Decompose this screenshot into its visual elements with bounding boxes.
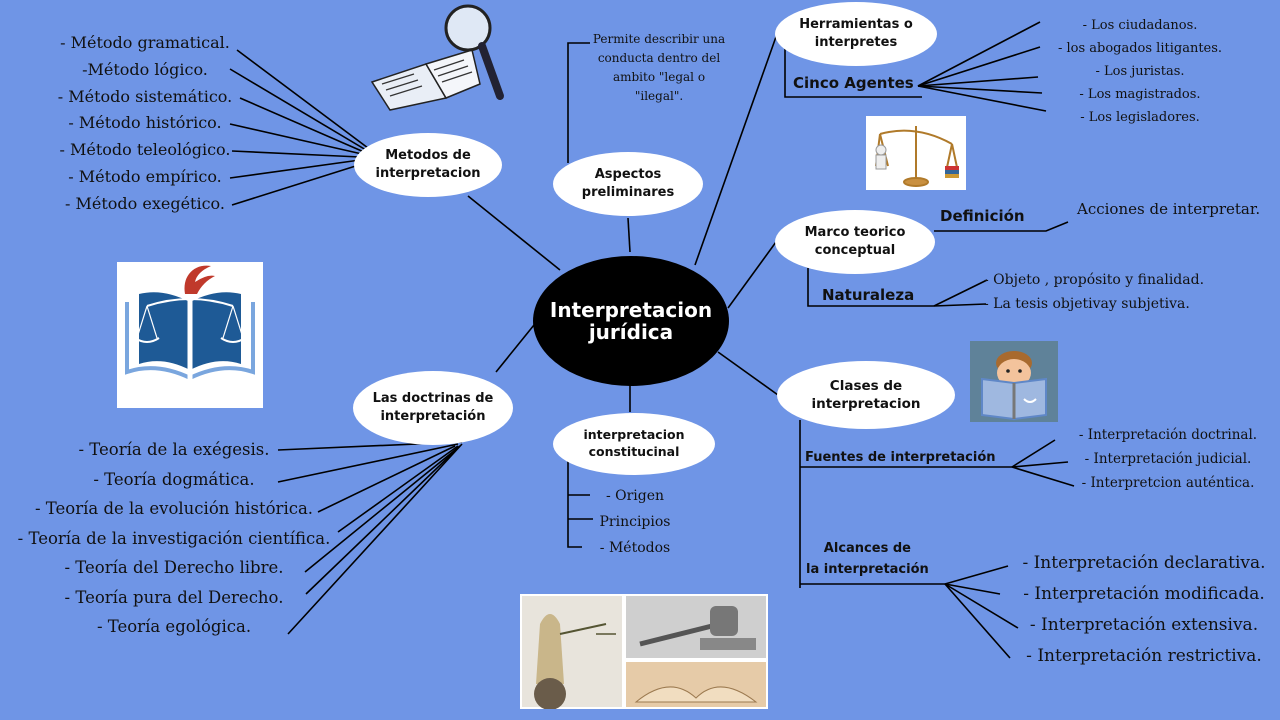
naturaleza-item: - Objeto , propósito y finalidad. xyxy=(984,272,1205,288)
constitucional-title-line1: interpretacion xyxy=(583,427,685,443)
metodos-item: - Método empírico. xyxy=(68,166,222,186)
clases-title-line1: Clases de xyxy=(829,377,903,394)
open-book-icon xyxy=(370,49,481,111)
open-book-photo-icon xyxy=(626,662,766,707)
central-title-line1: Interpretacion xyxy=(549,298,713,322)
law-logo-icon xyxy=(125,265,255,390)
fuentes-item: - Interpretcion auténtica. xyxy=(1081,475,1255,491)
magnifier-icon xyxy=(444,4,504,100)
central-node[interactable]: Interpretacion jurídica xyxy=(533,256,729,386)
central-title-line2: jurídica xyxy=(588,320,674,344)
agentes-list: - Los ciudadanos. - los abogados litigan… xyxy=(1040,14,1240,129)
constitucional-item: - Origen xyxy=(605,488,665,504)
metodos-item: - Método sistemático. xyxy=(57,86,233,106)
herramientas-title-line2: interpretes xyxy=(814,35,898,50)
constitucional-list: - Origen Principios - Métodos xyxy=(590,483,680,561)
aspectos-title-line1: Aspectos xyxy=(594,167,662,183)
metodos-item: - Método exegético. xyxy=(65,193,225,213)
fuentes-label: Fuentes de interpretación xyxy=(805,450,996,465)
naturaleza-item: - La tesis objetivay subjetiva. xyxy=(984,296,1190,312)
alcances-item: - Interpretación modificada. xyxy=(1023,584,1265,604)
doctrinas-node[interactable]: Las doctrinas de interpretación xyxy=(353,371,513,445)
constitucional-title-line2: constitucinal xyxy=(588,444,680,459)
metodos-title-line1: Metodos de xyxy=(385,148,471,164)
cinco-agentes-label: Cinco Agentes xyxy=(793,74,914,92)
aspectos-description: Permite describir una conducta dentro de… xyxy=(592,32,726,103)
alcances-item: - Interpretación extensiva. xyxy=(1029,615,1259,635)
constitucional-item: Principios xyxy=(599,514,671,530)
definicion-text: Acciones de interpretar. xyxy=(1077,200,1261,218)
lady-justice-icon xyxy=(522,596,622,709)
connector-central-doctrinas xyxy=(495,324,535,373)
marco-title-line2: conceptual xyxy=(814,243,896,258)
book-magnifier-image xyxy=(368,0,508,112)
connector-central-marco xyxy=(727,241,777,309)
clases-node[interactable]: Clases de interpretacion xyxy=(777,361,955,429)
agente-item: - Los juristas. xyxy=(1095,64,1185,79)
doctrina-item: - Teoría de la exégesis. xyxy=(78,440,270,459)
doctrina-item: - Teoría pura del Derecho. xyxy=(64,587,284,607)
marco-node[interactable]: Marco teorico conceptual xyxy=(775,210,935,274)
fuentes-item: - Interpretación judicial. xyxy=(1084,451,1252,467)
metodos-title-line2: interpretacion xyxy=(375,166,481,181)
definicion-label: Definición xyxy=(940,207,1025,225)
agente-item: - Los ciudadanos. xyxy=(1082,18,1198,33)
metodos-node[interactable]: Metodos de interpretacion xyxy=(354,133,502,197)
doctrina-item: - Teoría de la evolución histórica. xyxy=(34,499,314,518)
doctrina-item: - Teoría egológica. xyxy=(96,617,252,636)
books-icon xyxy=(945,166,959,178)
connector-central-clases xyxy=(717,351,779,396)
connector-central-metodos xyxy=(467,195,561,271)
clases-title-line2: interpretacion xyxy=(811,396,921,412)
naturaleza-label: Naturaleza xyxy=(822,286,915,304)
child-reading-icon xyxy=(981,351,1047,421)
scales-image xyxy=(866,116,966,190)
aspectos-title-line2: preliminares xyxy=(581,185,675,200)
doctrina-item: - Teoría dogmática. xyxy=(93,469,255,489)
doctrinas-title-line1: Las doctrinas de xyxy=(372,391,494,407)
constitucional-node[interactable]: interpretacion constitucinal xyxy=(553,413,715,475)
naturaleza-list: - Objeto , propósito y finalidad. - La t… xyxy=(984,268,1204,316)
metodos-list: - Método gramatical. -Método lógico. - M… xyxy=(40,30,250,218)
alcances-item: - Interpretación declarativa. xyxy=(1022,553,1266,573)
justice-collage-image xyxy=(520,594,768,709)
connector-central-aspectos xyxy=(627,217,631,253)
gavel-icon xyxy=(626,596,766,658)
alcances-item: - Interpretación restrictiva. xyxy=(1026,646,1262,666)
metodos-item: - Método teleológico. xyxy=(59,140,231,160)
doctrina-item: - Teoría del Derecho libre. xyxy=(64,558,284,577)
herramientas-title-line1: Herramientas o xyxy=(799,17,913,33)
metodos-item: - Método histórico. xyxy=(68,113,222,133)
metodos-item: - Método gramatical. xyxy=(60,33,230,52)
doctrinas-title-line2: interpretación xyxy=(380,409,486,424)
alcances-label: Alcances de la interpretación xyxy=(806,541,929,577)
agente-item: - Los legisladores. xyxy=(1080,110,1200,125)
agente-item: - los abogados litigantes. xyxy=(1057,41,1223,56)
doctrinas-list: - Teoría de la exégesis. - Teoría dogmát… xyxy=(4,435,344,642)
law-logo-image xyxy=(117,262,263,408)
person-icon xyxy=(875,144,887,170)
alcances-list: - Interpretación declarativa. - Interpre… xyxy=(1006,548,1280,672)
child-reading-image xyxy=(970,341,1058,422)
marco-title-line1: Marco teorico xyxy=(804,225,906,241)
aspectos-node[interactable]: Aspectos preliminares xyxy=(553,152,703,216)
doctrina-item: - Teoría de la investigación científica. xyxy=(17,528,331,548)
agente-item: - Los magistrados. xyxy=(1079,87,1201,102)
metodos-item: -Método lógico. xyxy=(82,59,208,79)
fuentes-list: - Interpretación doctrinal. - Interpreta… xyxy=(1068,423,1268,495)
fuentes-item: - Interpretación doctrinal. xyxy=(1078,427,1258,443)
constitucional-item: - Métodos xyxy=(599,540,671,556)
herramientas-node[interactable]: Herramientas o interpretes xyxy=(775,2,937,66)
